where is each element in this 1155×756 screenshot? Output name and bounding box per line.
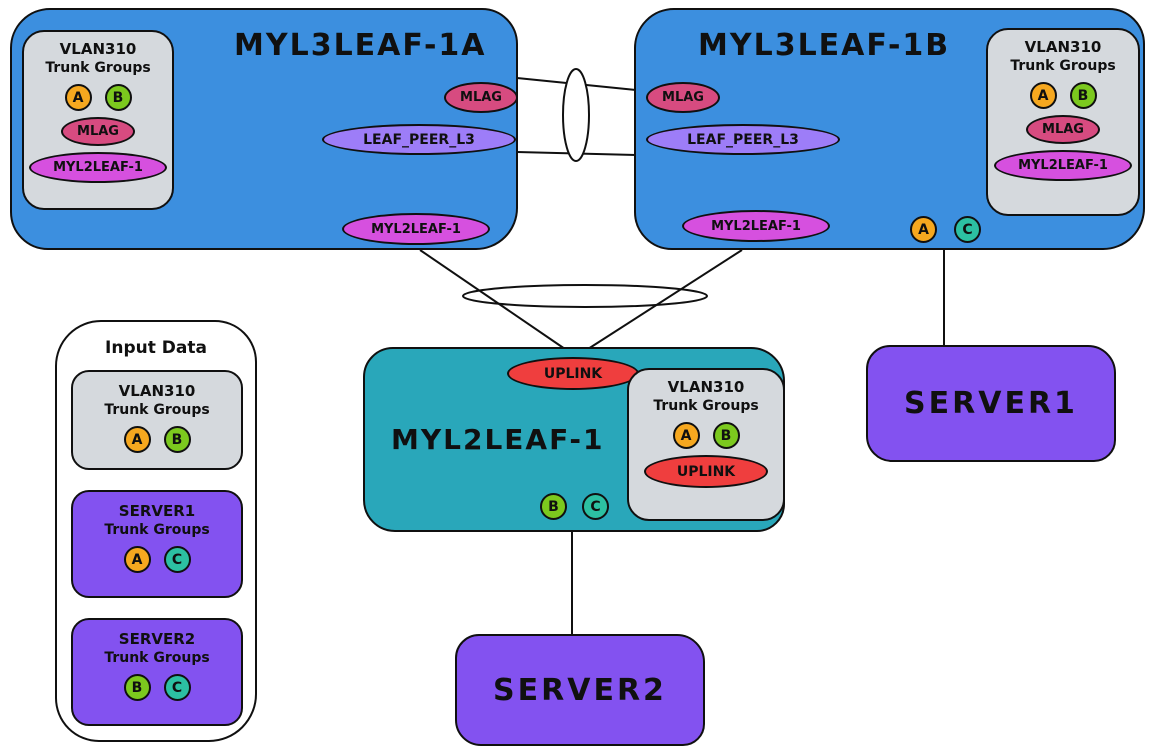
vlan310-label: VLAN310 (59, 40, 137, 58)
trunk-group-c-badge: C (582, 493, 609, 520)
server1-label: SERVER1 (118, 502, 196, 520)
trunk-group-b-badge: B (163, 426, 191, 453)
leaf-peer-l3-tag: LEAF_PEER_L3 (322, 124, 516, 155)
leaf1b-downlink-line (587, 249, 743, 350)
trunk-group-a-badge: A (910, 216, 937, 243)
trunk-group-c-badge: C (163, 546, 191, 573)
vlan310-label: VLAN310 (118, 382, 196, 400)
uplink-tag: UPLINK (644, 455, 768, 488)
trunk-groups-label: Trunk Groups (104, 522, 210, 538)
node-myl3leaf-1a: MYL3LEAF-1A VLAN310 Trunk Groups A B MLA… (10, 8, 518, 250)
myl2leaf-1-tag: MYL2LEAF-1 (994, 150, 1132, 181)
node-myl3leaf-1b: MYL3LEAF-1B MLAG LEAF_PEER_L3 VLAN310 Tr… (634, 8, 1145, 250)
peer-link-lag-ellipse (562, 68, 590, 162)
uplink-tag: UPLINK (507, 357, 639, 390)
mlag-tag: MLAG (61, 117, 135, 146)
myl2leaf-1-tag: MYL2LEAF-1 (682, 210, 830, 242)
server1-title: SERVER1 (904, 386, 1078, 421)
trunk-group-a-badge: A (672, 422, 700, 449)
trunk-groups-label: Trunk Groups (45, 60, 151, 76)
mlag-tag: MLAG (646, 82, 720, 113)
vlan310-label: VLAN310 (1024, 38, 1102, 56)
server2-title: SERVER2 (493, 672, 667, 708)
trunk-group-b-badge: B (123, 674, 151, 701)
server2-label: SERVER2 (118, 630, 196, 648)
trunk-groups-label: Trunk Groups (104, 650, 210, 666)
trunk-group-c-badge: C (954, 216, 981, 243)
trunk-group-c-badge: C (163, 674, 191, 701)
leaf1a-vlan310-panel: VLAN310 Trunk Groups A B MLAG MYL2LEAF-1 (22, 30, 174, 210)
mlag-tag: MLAG (444, 82, 518, 113)
trunk-group-b-badge: B (540, 493, 567, 520)
trunk-group-b-badge: B (104, 84, 132, 111)
input-data-panel: Input Data VLAN310 Trunk Groups A B SERV… (55, 320, 257, 742)
node-server1: SERVER1 (866, 345, 1116, 462)
trunk-group-b-badge: B (712, 422, 740, 449)
leaf1a-title: MYL3LEAF-1A (234, 28, 487, 63)
input-card-server2: SERVER2 Trunk Groups B C (71, 618, 243, 726)
node-server2: SERVER2 (455, 634, 705, 746)
trunk-groups-label: Trunk Groups (653, 398, 759, 414)
trunk-group-b-badge: B (1069, 82, 1097, 109)
trunk-groups-label: Trunk Groups (1010, 58, 1116, 74)
mlag-tag: MLAG (1026, 115, 1100, 144)
trunk-group-a-badge: A (64, 84, 92, 111)
input-card-vlan310: VLAN310 Trunk Groups A B (71, 370, 243, 470)
leaf-peer-l3-tag: LEAF_PEER_L3 (646, 124, 840, 155)
myl2leaf-1-title: MYL2LEAF-1 (391, 423, 605, 456)
myl2leaf-1-tag: MYL2LEAF-1 (29, 152, 167, 183)
input-card-server1: SERVER1 Trunk Groups A C (71, 490, 243, 598)
trunk-group-a-badge: A (123, 426, 151, 453)
leaf1b-vlan310-panel: VLAN310 Trunk Groups A B MLAG MYL2LEAF-1 (986, 28, 1140, 216)
node-myl2leaf-1: UPLINK MYL2LEAF-1 VLAN310 Trunk Groups A… (363, 347, 785, 532)
trunk-group-a-badge: A (123, 546, 151, 573)
leaf1a-downlink-line (419, 249, 566, 350)
myl2leaf-1-tag: MYL2LEAF-1 (342, 213, 490, 245)
vlan310-label: VLAN310 (667, 378, 745, 396)
input-data-title: Input Data (105, 338, 207, 358)
trunk-groups-label: Trunk Groups (104, 402, 210, 418)
leaf1b-title: MYL3LEAF-1B (698, 28, 951, 63)
downlink-lag-ellipse (462, 284, 708, 308)
trunk-group-a-badge: A (1029, 82, 1057, 109)
leaf2-vlan310-panel: VLAN310 Trunk Groups A B UPLINK (627, 368, 785, 521)
